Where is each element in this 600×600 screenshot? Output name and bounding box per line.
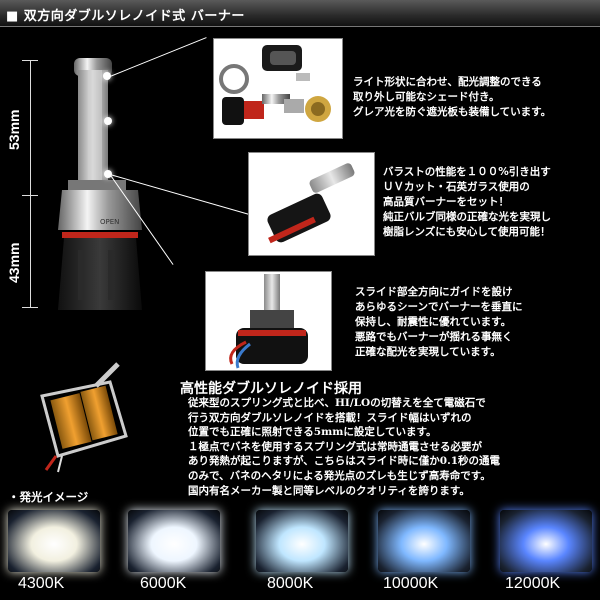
hid-bulb-image: OPEN [58, 58, 142, 310]
glow-swatch-8000k [256, 510, 348, 572]
feature-line: あり発熱が起こりますが、こちらはスライド時に僅か0.1秒の通電 [188, 455, 501, 468]
dim-cap-bottom [22, 307, 38, 308]
caption-line: ライト形状に合わせ、配光調整のできる [353, 76, 542, 88]
feature-line: 行う双方向ダブルソレノイドを搭載！スライド幅はいずれの [188, 411, 472, 424]
header-bar: ■ 双方向ダブルソレノイド式 バーナー [0, 0, 600, 27]
shade-caption: ライト形状に合わせ、配光調整のできる 取り外し可能なシェード付き。 グレア光を防… [353, 75, 551, 120]
feature-line: 国内有名メーカー製と同等レベルのクオリティを誇ります。 [188, 484, 470, 497]
page-title: ■ 双方向ダブルソレノイド式 バーナー [6, 9, 245, 24]
feature-line: 位置でも正確に照射できる5mmに設定しています。 [188, 426, 437, 439]
burner-photo [248, 152, 375, 256]
feature-description: 従来型のスプリング式と比べ、HI/LOの切替えを全て電磁石で 行う双方向ダブルソ… [188, 396, 598, 498]
glow-label-12000k: 12000K [505, 575, 561, 592]
caption-line: バラストの性能を１００%引き出す [383, 166, 551, 178]
glow-label-6000k: 6000K [140, 575, 187, 592]
glow-image-heading: ・発光イメージ [8, 490, 89, 504]
callout-dot-1 [103, 72, 111, 80]
caption-line: あらゆるシーンでバーナーを垂直に [355, 301, 523, 313]
callout-dot-3 [104, 170, 112, 178]
callout-dot-2 [104, 117, 112, 125]
caption-line: スライド部全方向にガイドを設け [355, 286, 513, 298]
glow-label-4300k: 4300K [18, 575, 65, 592]
caption-line: 悪路でもバーナーが揺れる事無く [355, 331, 513, 343]
shade-parts-photo [213, 38, 343, 139]
dim-label-lower: 43mm [6, 242, 22, 283]
dim-label-upper: 53mm [6, 109, 22, 150]
dim-line-upper [30, 60, 31, 195]
slide-guide-photo [205, 271, 332, 371]
caption-line: グレア光を防ぐ遮光板も装備しています。 [353, 106, 552, 118]
solenoid-image [40, 362, 128, 473]
glow-swatch-4300k [8, 510, 100, 572]
glow-label-10000k: 10000K [383, 575, 439, 592]
caption-line: 高品質バーナーをセット！ [383, 196, 509, 208]
feature-title: 高性能ダブルソレノイド採用 [180, 381, 362, 397]
glow-swatch-10000k [378, 510, 470, 572]
slide-guide-caption: スライド部全方向にガイドを設け あらゆるシーンでバーナーを垂直に 保持し、耐震性… [355, 285, 522, 360]
bulb-brand-text: OPEN [100, 218, 119, 226]
glow-label-8000k: 8000K [267, 575, 314, 592]
caption-line: ＵＶカット・石英ガラス使用の [383, 181, 530, 193]
feature-line: のみで、バネのヘタリによる発光点のズレも生じず高寿命です。 [188, 469, 491, 482]
glow-swatch-6000k [128, 510, 220, 572]
caption-line: 保持し、耐震性に優れています。 [355, 316, 512, 328]
dim-line-lower [30, 195, 31, 307]
caption-line: 純正バルブ同様の正確な光を実現し [383, 211, 551, 223]
feature-line: 従来型のスプリング式と比べ、HI/LOの切替えを全て電磁石で [188, 397, 486, 409]
caption-line: 樹脂レンズにも安心して使用可能！ [383, 226, 551, 238]
feature-line: １極点でバネを使用するスプリング式は常時通電させる必要が [188, 440, 482, 453]
burner-caption: バラストの性能を１００%引き出す ＵＶカット・石英ガラス使用の 高品質バーナーを… [383, 165, 551, 240]
caption-line: 取り外し可能なシェード付き。 [353, 91, 500, 103]
glow-swatch-12000k [500, 510, 592, 572]
caption-line: 正確な配光を実現しています。 [355, 346, 501, 358]
